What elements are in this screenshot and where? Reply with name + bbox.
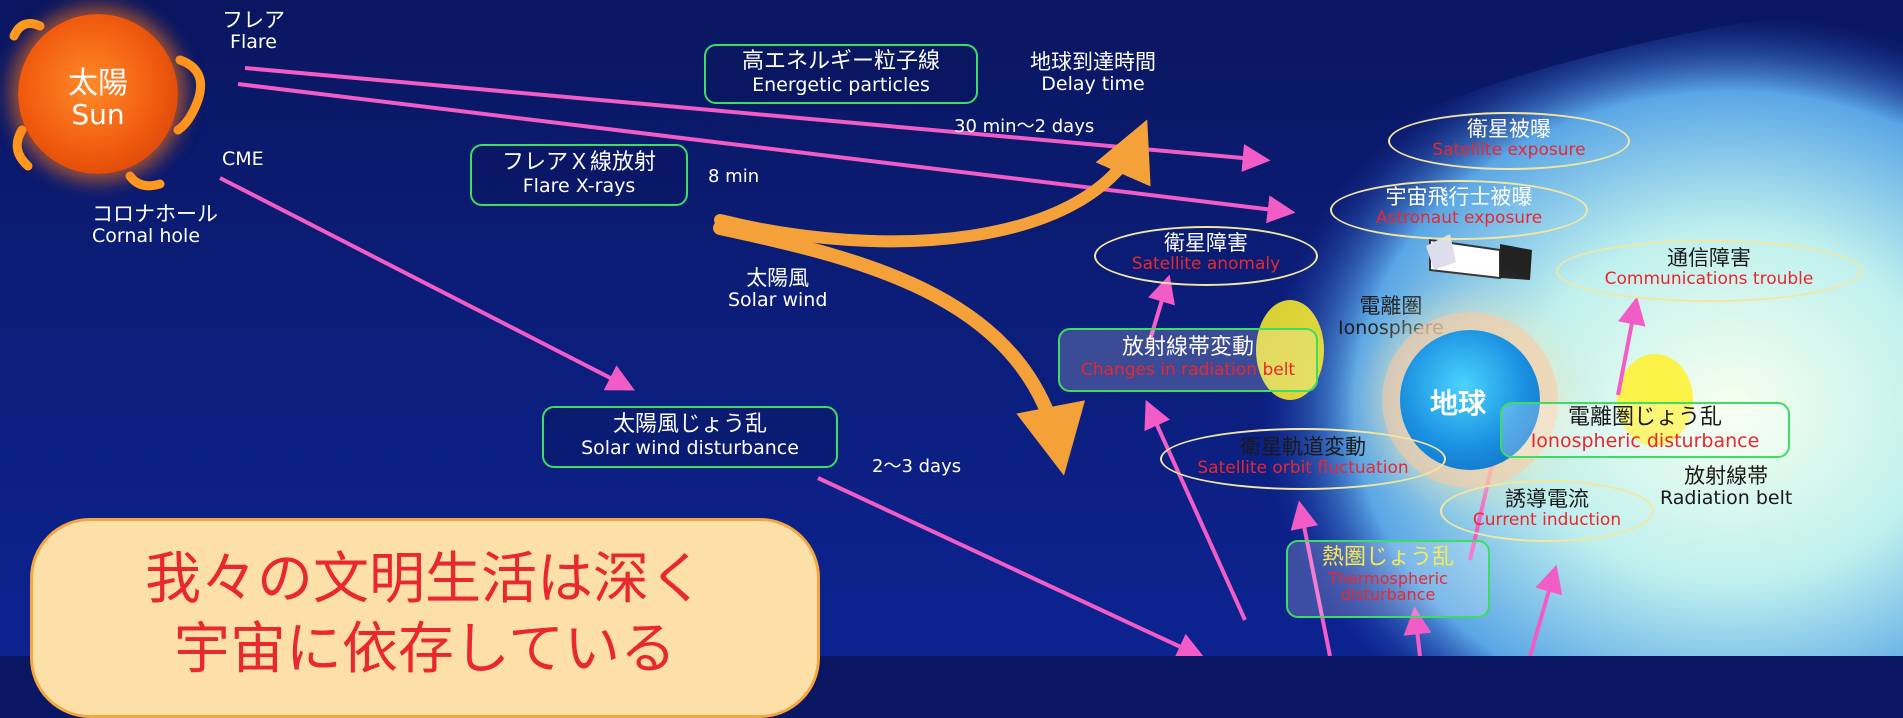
delay-xrays: 8 min xyxy=(708,166,760,187)
radiation-belt-change-jp: 放射線帯変動 xyxy=(1121,335,1254,360)
flare-xrays-box: フレアＸ線放射 Flare X-rays xyxy=(470,144,688,206)
arrow-to-thermo xyxy=(1403,606,1432,656)
satellite-exposure-oval: 衛星被曝 Satellite exposure xyxy=(1388,112,1630,170)
coronal-hole-jp: コロナホール xyxy=(92,202,218,226)
current-induction-jp: 誘導電流 xyxy=(1505,487,1589,511)
magnetosphere xyxy=(1119,0,1903,656)
arrow-to-anomaly xyxy=(1148,274,1175,341)
satellite-exposure-jp: 衛星被曝 xyxy=(1467,117,1551,141)
arrow-flare-astronaut xyxy=(237,82,1296,224)
astronaut-exposure-oval: 宇宙飛行士被曝 Astronaut exposure xyxy=(1330,180,1588,240)
satellite-anomaly-jp: 衛星障害 xyxy=(1164,231,1248,255)
arrow-to-comms xyxy=(1616,296,1646,396)
satellite-orbit-en: Satellite orbit fluctuation xyxy=(1197,458,1409,479)
solar-wind-en: Solar wind xyxy=(728,289,828,312)
arrow-to-induction xyxy=(1528,564,1563,656)
flare-xrays-jp: フレアＸ線放射 xyxy=(501,150,656,175)
thermospheric-box: 熱圏じょう乱 Thermospheric disturbance xyxy=(1286,540,1490,618)
coronal-hole-label: コロナホール Cornal hole xyxy=(92,202,218,248)
ionosphere-en: Ionosphere xyxy=(1338,317,1444,340)
flare-xrays-en: Flare X-rays xyxy=(522,174,636,197)
satellite-orbit-oval: 衛星軌道変動 Satellite orbit fluctuation xyxy=(1160,428,1446,490)
satellite-orbit-jp: 衛星軌道変動 xyxy=(1240,435,1366,459)
sun-label-jp: 太陽 xyxy=(68,66,128,101)
diagram-canvas xyxy=(9,0,1903,656)
energetic-particles-box: 高エネルギー粒子線 Energetic particles xyxy=(704,44,978,104)
solar-wind-disturbance-en: Solar wind disturbance xyxy=(581,436,799,459)
ionospheric-disturbance-jp: 電離圏じょう乱 xyxy=(1567,405,1722,430)
arrow-to-radbelt xyxy=(1144,399,1247,621)
energetic-particles-jp: 高エネルギー粒子線 xyxy=(741,49,940,74)
current-induction-en: Current induction xyxy=(1472,510,1622,531)
flare-en: Flare xyxy=(230,31,277,54)
flare-jp: フレア xyxy=(222,8,285,32)
radiation-belt-label: 放射線帯 Radiation belt xyxy=(1660,464,1792,510)
communications-trouble-jp: 通信障害 xyxy=(1667,246,1751,270)
satellite-exposure-en: Satellite exposure xyxy=(1432,140,1586,161)
solar-wind-jp: 太陽風 xyxy=(746,266,810,290)
radiation-belt-en: Radiation belt xyxy=(1660,487,1793,510)
message-line2: 宇宙に依存している xyxy=(173,617,677,682)
arrow-flare-exposure xyxy=(244,66,1271,172)
solar-wind-disturbance-box: 太陽風じょう乱 Solar wind disturbance xyxy=(542,406,838,468)
arrow-wind-earth xyxy=(817,476,1206,656)
ionosphere-jp: 電離圏 xyxy=(1359,294,1423,318)
sun-label-en: Sun xyxy=(71,98,125,131)
cme-label: CME xyxy=(222,148,264,170)
orange-flows xyxy=(713,119,1151,476)
sun-rays xyxy=(9,19,206,191)
delay-wind: 2～3 days xyxy=(872,456,962,477)
arrow-to-orbit xyxy=(1290,500,1332,656)
satellite-anomaly-oval: 衛星障害 Satellite anomaly xyxy=(1094,226,1318,286)
radiation-belt-glow-right xyxy=(1617,354,1693,446)
ionospheric-disturbance-box: 電離圏じょう乱 Ionospheric disturbance xyxy=(1500,402,1790,458)
flow-particles xyxy=(714,119,1151,248)
solar-wind-disturbance-jp: 太陽風じょう乱 xyxy=(612,412,767,437)
communications-trouble-en: Communications trouble xyxy=(1604,269,1814,290)
flow-solar-wind xyxy=(713,221,1085,476)
delay-particles: 30 min～2 days xyxy=(954,116,1095,137)
delay-time-label: 地球到達時間 Delay time xyxy=(1030,50,1156,96)
astronaut-exposure-jp: 宇宙飛行士被曝 xyxy=(1385,185,1533,209)
current-induction-oval: 誘導電流 Current induction xyxy=(1440,480,1654,542)
energetic-particles-en: Energetic particles xyxy=(752,73,930,96)
radiation-belt-jp: 放射線帯 xyxy=(1684,464,1769,488)
ionosphere-label: 電離圏 Ionosphere xyxy=(1338,294,1444,340)
arrow-cme-wind xyxy=(219,176,635,391)
message-line1: 我々の文明生活は深く xyxy=(145,547,705,612)
radiation-belt-change-en: Changes in radiation belt xyxy=(1080,359,1296,380)
astronaut-exposure-en: Astronaut exposure xyxy=(1375,208,1543,229)
communications-trouble-oval: 通信障害 Communications trouble xyxy=(1556,240,1862,302)
satellite-icon xyxy=(1426,234,1532,280)
coronal-hole-en: Cornal hole xyxy=(92,225,201,248)
ionospheric-disturbance-en: Ionospheric disturbance xyxy=(1530,429,1760,452)
satellite-anomaly-en: Satellite anomaly xyxy=(1131,254,1281,275)
radiation-belt-change-box: 放射線帯変動 Changes in radiation belt xyxy=(1058,328,1318,392)
flare-label: フレア Flare xyxy=(222,8,285,54)
thermospheric-jp: 熱圏じょう乱 xyxy=(1321,545,1454,570)
sun-icon: 太陽 Sun xyxy=(18,14,178,174)
delay-time-jp: 地球到達時間 xyxy=(1030,50,1156,74)
delay-time-en: Delay time xyxy=(1041,73,1145,96)
solar-wind-label: 太陽風 Solar wind xyxy=(728,266,827,312)
thermospheric-en: Thermospheric disturbance xyxy=(1328,568,1448,605)
earth-label: 地球 xyxy=(1430,387,1487,420)
message-bubble: 我々の文明生活は深く 宇宙に依存している xyxy=(30,518,820,718)
radiation-belt-glow-left xyxy=(1256,300,1324,400)
